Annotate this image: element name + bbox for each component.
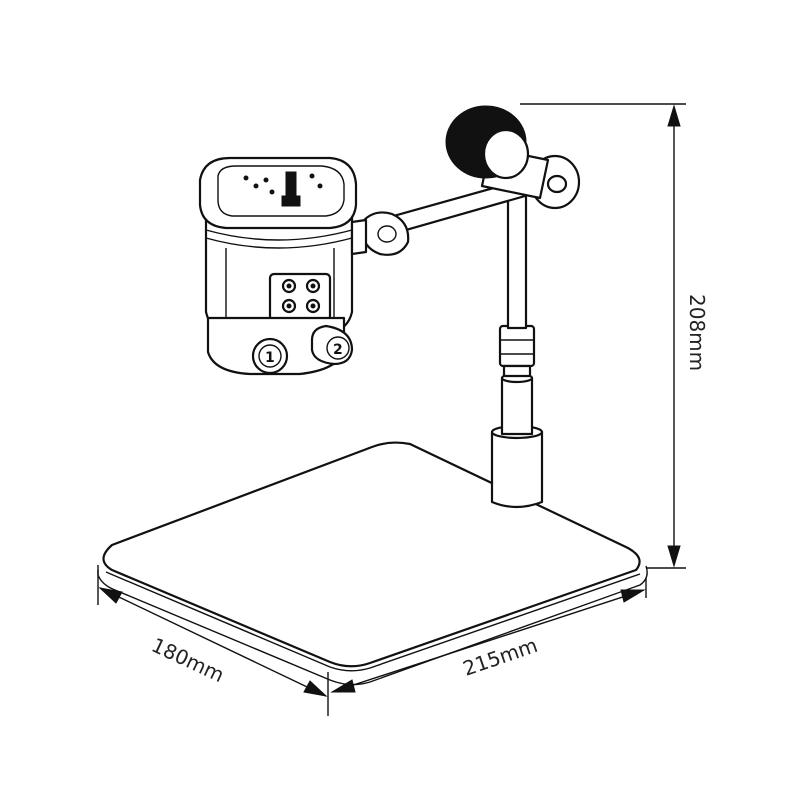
knob-2-label: 2 — [333, 342, 343, 358]
height-dimension — [520, 103, 686, 569]
knob-1 — [251, 337, 289, 375]
knob-1-label: 1 — [265, 350, 275, 366]
articulated-arm — [358, 105, 581, 256]
button-panel — [268, 272, 332, 322]
width-dimension — [330, 578, 647, 693]
support-post — [490, 188, 544, 509]
height-dimension-label: 208mm — [685, 294, 709, 371]
width-dimension-label: 215mm — [460, 633, 541, 681]
camera-head — [198, 156, 368, 376]
knob-2 — [310, 324, 354, 366]
depth-dimension-label: 180mm — [148, 633, 228, 687]
depth-dimension — [97, 570, 329, 716]
